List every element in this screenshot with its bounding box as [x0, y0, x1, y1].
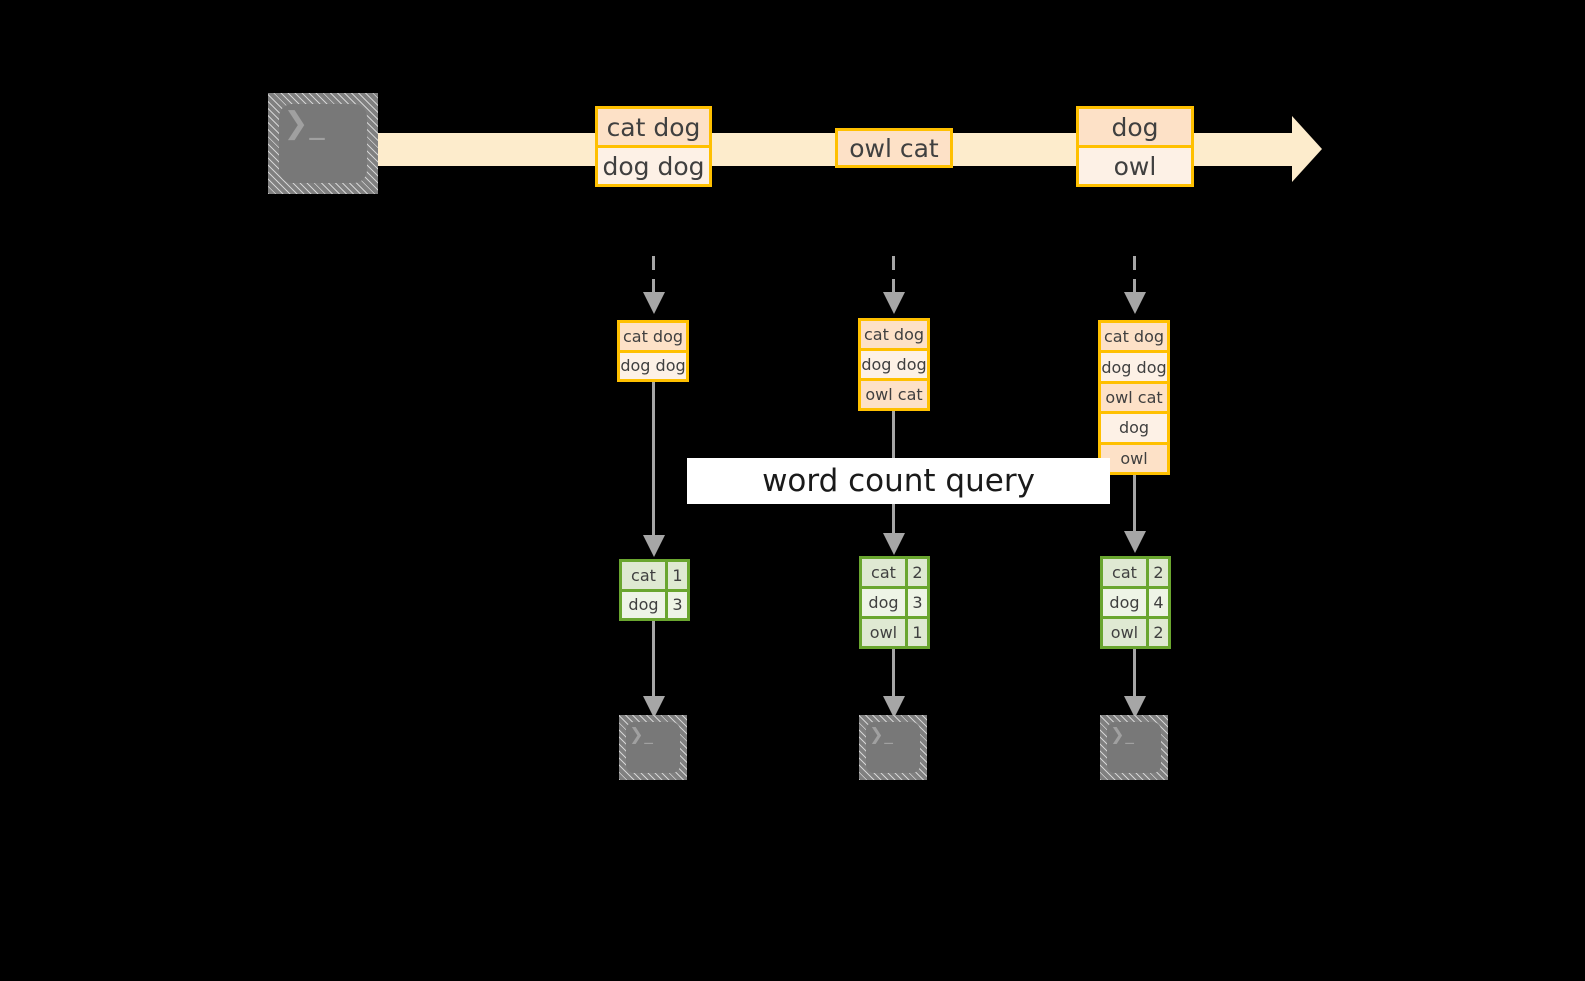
- snapshot-line: cat dog: [620, 323, 686, 350]
- result-word: cat: [622, 562, 665, 589]
- event-line: dog: [1079, 109, 1191, 145]
- table-row: owl 2: [1103, 616, 1168, 646]
- terminal-screen: [626, 722, 680, 773]
- query-label: word count query: [687, 458, 1110, 504]
- snapshot-tap-arrowhead: [883, 292, 905, 314]
- snapshot-line: owl cat: [861, 378, 927, 408]
- result-table[interactable]: cat 2 dog 3 owl 1: [859, 556, 930, 649]
- stream-event-box[interactable]: cat dog dog dog: [595, 106, 712, 187]
- snapshot-tap-arrowhead: [1124, 292, 1146, 314]
- result-count: 1: [664, 562, 687, 589]
- result-word: owl: [1103, 619, 1146, 646]
- result-word: cat: [862, 559, 905, 586]
- output-flow-arrowhead: [1124, 696, 1146, 718]
- result-count: 1: [904, 619, 927, 646]
- snapshot-line: dog dog: [861, 348, 927, 378]
- event-line: dog dog: [598, 145, 709, 184]
- terminal-screen: [866, 722, 920, 773]
- event-line: owl: [1079, 145, 1191, 184]
- terminal-prompt-icon: ❯_: [1110, 724, 1135, 745]
- snapshot-line: owl: [1101, 441, 1167, 473]
- result-word: dog: [622, 591, 665, 618]
- table-row: owl 1: [862, 616, 927, 646]
- result-word: dog: [862, 589, 905, 616]
- result-table[interactable]: cat 2 dog 4 owl 2: [1100, 556, 1171, 649]
- event-line: owl cat: [838, 131, 950, 165]
- sink-terminal[interactable]: ❯_: [619, 715, 687, 780]
- sink-terminal[interactable]: ❯_: [1100, 715, 1168, 780]
- terminal-screen: [279, 104, 367, 183]
- query-flow-arrowhead: [1124, 531, 1146, 553]
- result-count: 3: [904, 589, 927, 616]
- query-label-text: word count query: [762, 463, 1035, 499]
- snapshot-line: owl cat: [1101, 380, 1167, 412]
- table-row: cat 2: [1103, 559, 1168, 586]
- terminal-screen: [1107, 722, 1161, 773]
- table-row: cat 1: [622, 562, 687, 589]
- stream-event-box[interactable]: owl cat: [835, 128, 953, 168]
- result-count: 4: [1145, 589, 1168, 616]
- terminal-prompt-icon: ❯_: [869, 724, 894, 745]
- snapshot-tap-arrowhead: [643, 292, 665, 314]
- table-row: dog 4: [1103, 586, 1168, 616]
- snapshot-line: cat dog: [1101, 323, 1167, 351]
- query-flow-arrowhead: [643, 535, 665, 557]
- table-row: cat 2: [862, 559, 927, 586]
- output-flow-line: [652, 621, 655, 699]
- snapshot-box[interactable]: cat dog dog dog owl cat dog owl: [1098, 320, 1170, 475]
- result-table[interactable]: cat 1 dog 3: [619, 559, 690, 621]
- stream-event-box[interactable]: dog owl: [1076, 106, 1194, 187]
- event-line: cat dog: [598, 109, 709, 145]
- result-word: dog: [1103, 589, 1146, 616]
- query-flow-line: [1133, 475, 1136, 535]
- stream-arrowhead: [1292, 116, 1322, 182]
- result-count: 2: [1145, 619, 1168, 646]
- snapshot-line: dog dog: [620, 349, 686, 379]
- snapshot-tap-line: [1133, 256, 1136, 294]
- snapshot-tap-line: [892, 256, 895, 294]
- result-word: owl: [862, 619, 905, 646]
- table-row: dog 3: [862, 586, 927, 616]
- snapshot-line: dog dog: [1101, 350, 1167, 381]
- snapshot-box[interactable]: cat dog dog dog: [617, 320, 689, 382]
- source-terminal[interactable]: ❯_: [268, 93, 378, 194]
- snapshot-line: cat dog: [861, 321, 927, 348]
- sink-terminal[interactable]: ❯_: [859, 715, 927, 780]
- snapshot-line: dog: [1101, 411, 1167, 442]
- terminal-prompt-icon: ❯_: [283, 106, 326, 142]
- output-flow-line: [892, 649, 895, 699]
- snapshot-box[interactable]: cat dog dog dog owl cat: [858, 318, 930, 411]
- query-flow-arrowhead: [883, 533, 905, 555]
- query-flow-line: [652, 382, 655, 537]
- result-count: 2: [904, 559, 927, 586]
- snapshot-tap-line: [652, 256, 655, 294]
- output-flow-arrowhead: [883, 696, 905, 718]
- output-flow-line: [1133, 649, 1136, 699]
- table-row: dog 3: [622, 588, 687, 618]
- terminal-prompt-icon: ❯_: [629, 724, 654, 745]
- result-count: 2: [1145, 559, 1168, 586]
- result-word: cat: [1103, 559, 1146, 586]
- output-flow-arrowhead: [643, 696, 665, 718]
- result-count: 3: [664, 591, 687, 618]
